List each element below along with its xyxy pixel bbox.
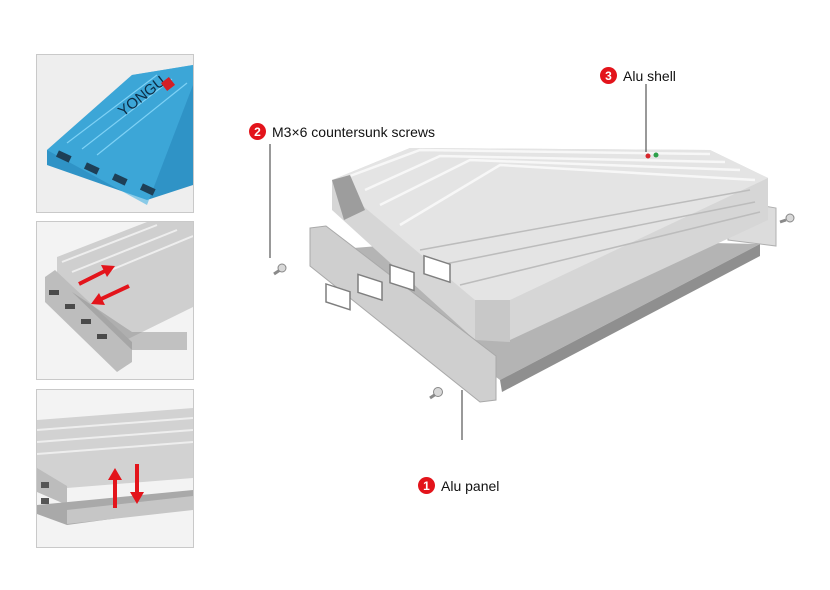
red-led-icon: [645, 153, 651, 159]
screw-top-left-icon: [273, 263, 287, 276]
callout-number-badge: 3: [600, 67, 617, 84]
exploded-enclosure-diagram: [269, 84, 795, 440]
up-arrow-icon: [108, 468, 122, 508]
thumbnail-slide-assembly: [36, 221, 194, 380]
down-arrow-icon: [130, 464, 144, 504]
callout-alu-panel: 1 Alu panel: [418, 477, 499, 494]
callout-label: Alu panel: [441, 477, 500, 494]
slide-in-arrow-icon: [91, 284, 130, 305]
thumbnail-vertical-assembly: [36, 389, 194, 548]
blue-enclosure-image: YONGU: [37, 55, 193, 212]
screw-right-icon: [779, 213, 795, 224]
callout-number-badge: 2: [249, 123, 266, 140]
alu-front-panel: [309, 225, 497, 403]
callout-label: M3×6 countersunk screws: [272, 123, 436, 140]
callout-alu-shell: 3 Alu shell: [600, 67, 676, 84]
screw-bottom-left-icon: [429, 387, 443, 400]
slide-out-arrow-icon: [78, 265, 115, 286]
callout-screws: 2 M3×6 countersunk screws: [249, 123, 435, 140]
callout-label: Alu shell: [623, 67, 676, 84]
callout-number-badge: 1: [418, 477, 435, 494]
logo-mark-icon: [160, 76, 176, 92]
slide-assembly-image: [37, 222, 193, 379]
green-led-icon: [653, 152, 659, 158]
thumbnail-assembled-blue: YONGU: [36, 54, 194, 213]
vertical-assembly-image: [37, 390, 193, 547]
